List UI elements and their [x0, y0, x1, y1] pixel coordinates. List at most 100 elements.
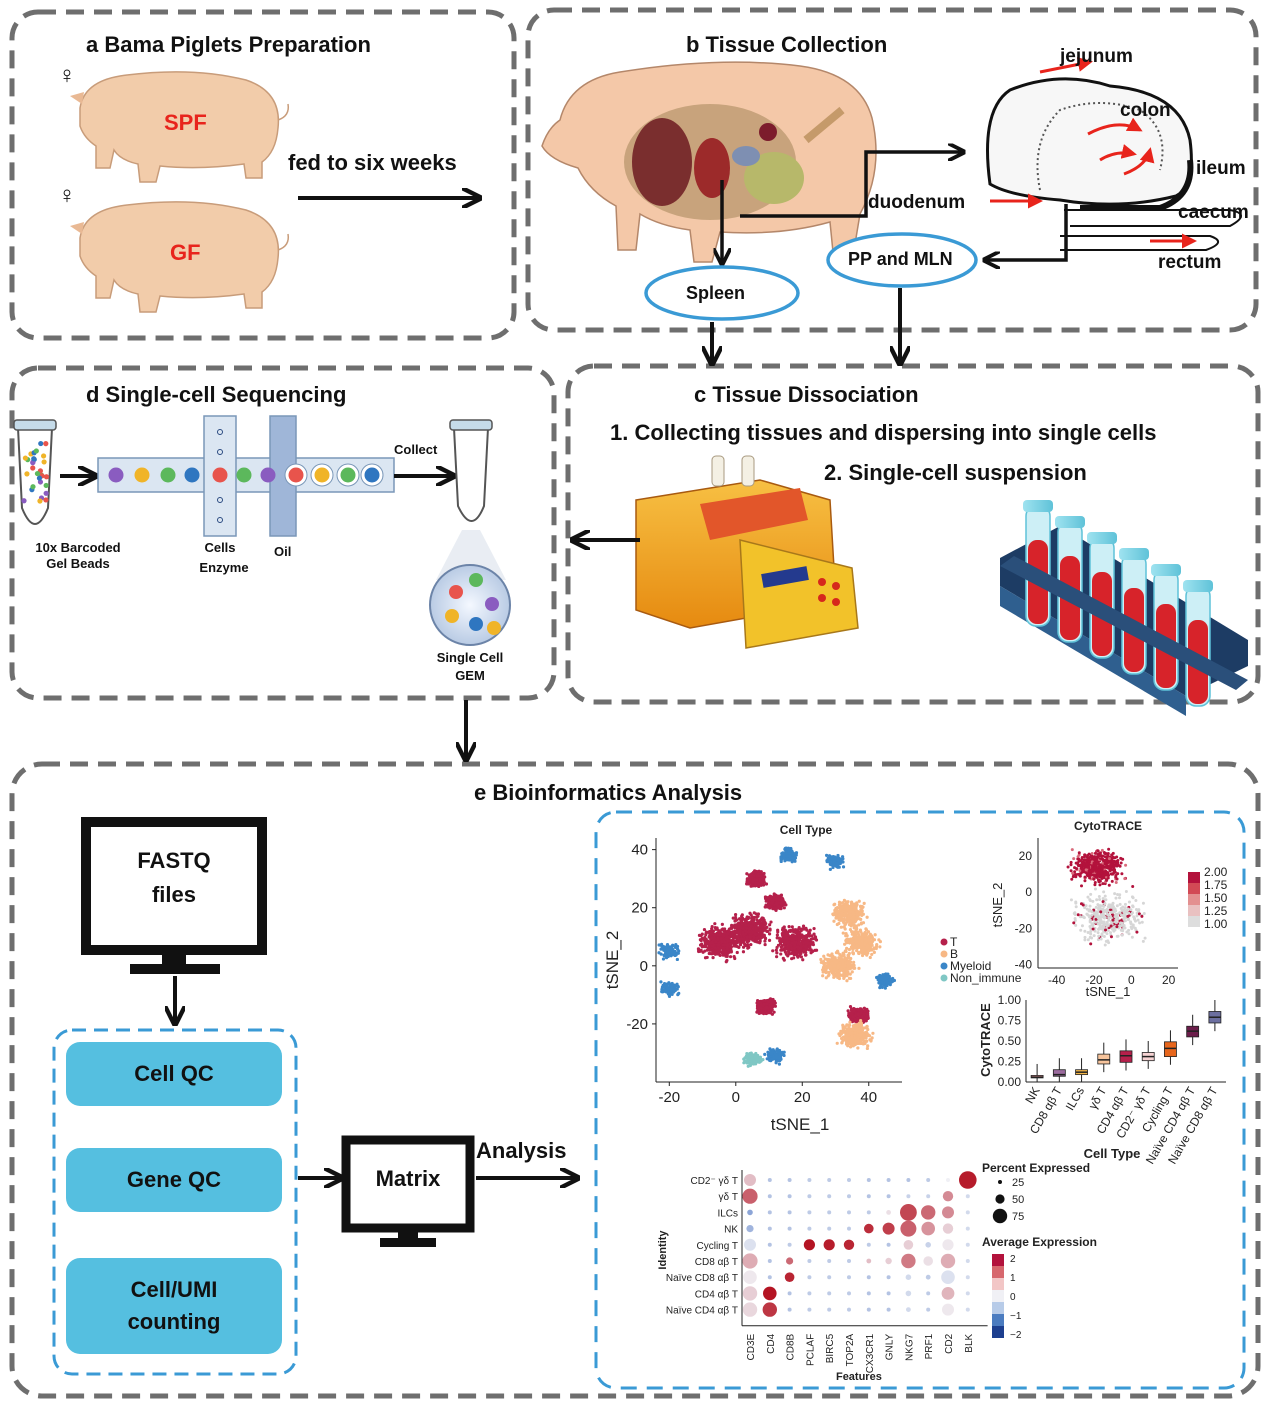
cell-point-T [729, 926, 733, 930]
cell-point-T [776, 930, 780, 934]
cell-point-T [760, 1009, 764, 1013]
cell-point-T [856, 1008, 861, 1012]
cell-point-T [862, 1017, 866, 1021]
cell-point-Myeloid [825, 853, 829, 858]
gel-bead-dot [41, 453, 47, 459]
cell-point-T [782, 947, 786, 951]
cell-point-T [856, 1012, 860, 1017]
cell-point-T [762, 933, 766, 937]
cell-point-B [841, 951, 845, 956]
cell-point-T [720, 922, 724, 926]
cell-point-T [698, 949, 702, 953]
cell-point-B [836, 951, 840, 955]
cell-point-T [725, 943, 730, 947]
test-tube-cap [1023, 500, 1053, 512]
cell-point-T [804, 950, 808, 955]
cell-point-T [755, 928, 759, 933]
arrow-gut-to-pp [986, 204, 1068, 260]
fastq-monitor-icon [81, 817, 267, 974]
cell-point-T [808, 928, 812, 932]
cell-point-T [785, 947, 789, 951]
cell-point-T [720, 939, 724, 944]
cell-point-B [843, 918, 847, 922]
cell-point-T [714, 940, 718, 944]
cell-point-B [838, 1032, 843, 1036]
cell-point-Non_immune [742, 1057, 746, 1061]
cell-point-Myeloid [784, 851, 788, 855]
cell-point-B [830, 961, 834, 966]
cell-point-T [782, 906, 786, 910]
cell-point-Myeloid [884, 972, 888, 976]
cell-point-B [860, 913, 864, 917]
cell-point-T [756, 998, 760, 1003]
test-tube-cap [1119, 548, 1149, 560]
cell-point-B [849, 976, 853, 981]
piglet-spf-illustration [70, 71, 290, 183]
cell-point-T [759, 874, 763, 878]
cell-point-Myeloid [782, 1053, 786, 1058]
cell-point-Myeloid [771, 1048, 775, 1052]
cell-point-T [723, 940, 727, 945]
cell-point-B [862, 901, 866, 905]
cell-point-B [853, 931, 857, 935]
cell-point-B [865, 1032, 869, 1036]
cell-point-B [833, 902, 837, 906]
cell-point-B [853, 1036, 857, 1040]
cell-point-T [784, 936, 788, 940]
cell-point-B [843, 914, 847, 918]
cell-point-B [846, 953, 850, 958]
cell-point-T [714, 927, 718, 931]
cell-point-Myeloid [668, 992, 673, 996]
gem-bead [469, 617, 483, 631]
gel-bead-dot [38, 440, 44, 447]
cell-point-T [748, 935, 752, 939]
cell-point-T [721, 943, 726, 947]
cell-point-B [862, 1041, 866, 1046]
cell-point-T [782, 925, 786, 929]
cell-point-T [703, 949, 707, 953]
cell-point-Myeloid [788, 854, 792, 858]
cell-point-T [812, 932, 816, 936]
channel-bead [314, 467, 330, 483]
cell-point-T [767, 902, 771, 906]
cell-point-B [841, 961, 845, 965]
cell-point-T [774, 902, 779, 906]
cell-point-T [781, 956, 785, 960]
cell-point-T [725, 932, 730, 936]
cell-point-B [852, 926, 856, 930]
cell-point-T [702, 944, 706, 948]
cell-point-B [865, 915, 869, 919]
cell-point-B [852, 960, 856, 964]
cell-point-T [733, 941, 737, 945]
cell-point-T [741, 940, 745, 944]
cell-point-T [808, 945, 812, 949]
cell-point-B [848, 927, 853, 932]
gel-bead-dot [24, 471, 30, 477]
cell-dot [217, 497, 223, 503]
cell-point-T [792, 937, 796, 941]
cell-point-T [792, 956, 796, 960]
y-tick-label: 40 [631, 842, 648, 859]
cell-point-T [758, 931, 762, 935]
cell-point-B [852, 915, 856, 919]
cell-point-B [832, 972, 836, 976]
gel-bead-dot [41, 459, 47, 465]
cell-point-T [744, 917, 748, 921]
cell-point-T [764, 903, 768, 907]
cell-point-T [801, 924, 806, 928]
cell-point-T [732, 944, 736, 948]
cell-point-T [786, 941, 790, 945]
cell-point-B [835, 922, 839, 927]
cell-point-T [751, 938, 755, 942]
arrow-pig-to-gut [740, 152, 962, 218]
cell-point-T [739, 919, 744, 923]
cell-point-T [728, 945, 732, 949]
cell-point-B [847, 940, 851, 944]
panel-b-border [525, 7, 1259, 333]
cell-point-T [764, 925, 768, 930]
cell-point-T [754, 912, 758, 916]
cell-point-B [834, 915, 838, 920]
cell-point-T [807, 948, 811, 952]
cell-point-T [735, 950, 739, 955]
